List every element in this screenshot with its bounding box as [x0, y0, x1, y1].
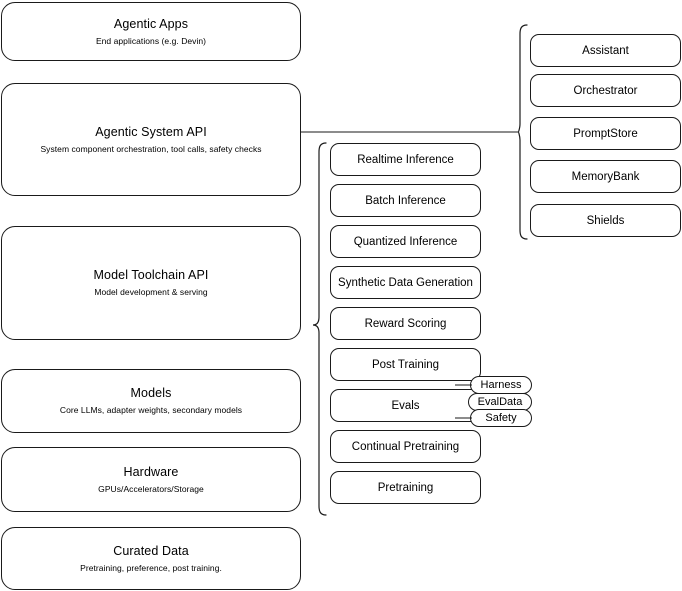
layer-box-model-toolchain-api[interactable]: Model Toolchain API Model development & … [1, 226, 301, 340]
capability-box-evals[interactable]: Evals [330, 389, 481, 422]
capability-box-pretraining[interactable]: Pretraining [330, 471, 481, 504]
system-component-box-shields[interactable]: Shields [530, 204, 681, 237]
system-component-label: MemoryBank [571, 170, 640, 183]
layer-title: Model Toolchain API [93, 268, 209, 282]
layer-subtitle: Pretraining, preference, post training. [80, 562, 222, 573]
layer-subtitle: Core LLMs, adapter weights, secondary mo… [59, 405, 243, 415]
layer-title: Models [130, 386, 172, 400]
brace-agentic-system-components [518, 24, 528, 240]
layer-title: Curated Data [113, 543, 189, 558]
layer-box-agentic-system-api[interactable]: Agentic System API System component orch… [1, 83, 301, 196]
layer-title: Agentic Apps [113, 16, 189, 31]
brace-toolchain-capabilities [312, 142, 327, 516]
system-component-label: PromptStore [573, 127, 638, 140]
system-component-box-orchestrator[interactable]: Orchestrator [530, 74, 681, 107]
system-component-label: Shields [586, 214, 625, 227]
layer-title: Agentic System API [95, 124, 207, 139]
system-component-label: Orchestrator [573, 84, 638, 97]
capability-label: Quantized Inference [353, 235, 458, 248]
capability-box-realtime-inference[interactable]: Realtime Inference [330, 143, 481, 176]
layer-box-hardware[interactable]: Hardware GPUs/Accelerators/Storage [1, 447, 301, 512]
capability-label: Post Training [371, 358, 440, 371]
evals-pill-label: Safety [485, 412, 517, 424]
system-component-box-assistant[interactable]: Assistant [530, 34, 681, 67]
system-component-label: Assistant [582, 44, 629, 57]
system-component-box-memorybank[interactable]: MemoryBank [530, 160, 681, 193]
evals-pill-label: Harness [480, 379, 522, 391]
capability-label: Reward Scoring [364, 317, 447, 330]
capability-label: Continual Pretraining [351, 440, 460, 453]
capability-label: Realtime Inference [357, 153, 454, 166]
layer-box-models[interactable]: Models Core LLMs, adapter weights, secon… [1, 369, 301, 433]
capability-box-reward-scoring[interactable]: Reward Scoring [330, 307, 481, 340]
evals-pill-safety[interactable]: Safety [470, 409, 532, 427]
system-component-box-promptstore[interactable]: PromptStore [530, 117, 681, 150]
capability-box-synthetic-data-generation[interactable]: Synthetic Data Generation [330, 266, 481, 299]
layer-subtitle: End applications (e.g. Devin) [95, 35, 207, 46]
capability-box-continual-pretraining[interactable]: Continual Pretraining [330, 430, 481, 463]
capability-label: Synthetic Data Generation [338, 276, 473, 289]
layer-subtitle: GPUs/Accelerators/Storage [98, 483, 204, 494]
capability-label: Evals [391, 399, 420, 412]
capability-label: Batch Inference [365, 194, 446, 207]
capability-box-post-training[interactable]: Post Training [330, 348, 481, 381]
evals-pill-harness[interactable]: Harness [470, 376, 532, 394]
layer-subtitle: System component orchestration, tool cal… [40, 143, 262, 154]
layer-title: Hardware [123, 464, 179, 479]
layer-box-agentic-apps[interactable]: Agentic Apps End applications (e.g. Devi… [1, 2, 301, 61]
layer-box-curated-data[interactable]: Curated Data Pretraining, preference, po… [1, 527, 301, 590]
layer-subtitle: Model development & serving [94, 287, 208, 297]
capability-box-quantized-inference[interactable]: Quantized Inference [330, 225, 481, 258]
capability-box-batch-inference[interactable]: Batch Inference [330, 184, 481, 217]
capability-label: Pretraining [377, 481, 434, 494]
evals-pill-label: EvalData [477, 396, 523, 408]
